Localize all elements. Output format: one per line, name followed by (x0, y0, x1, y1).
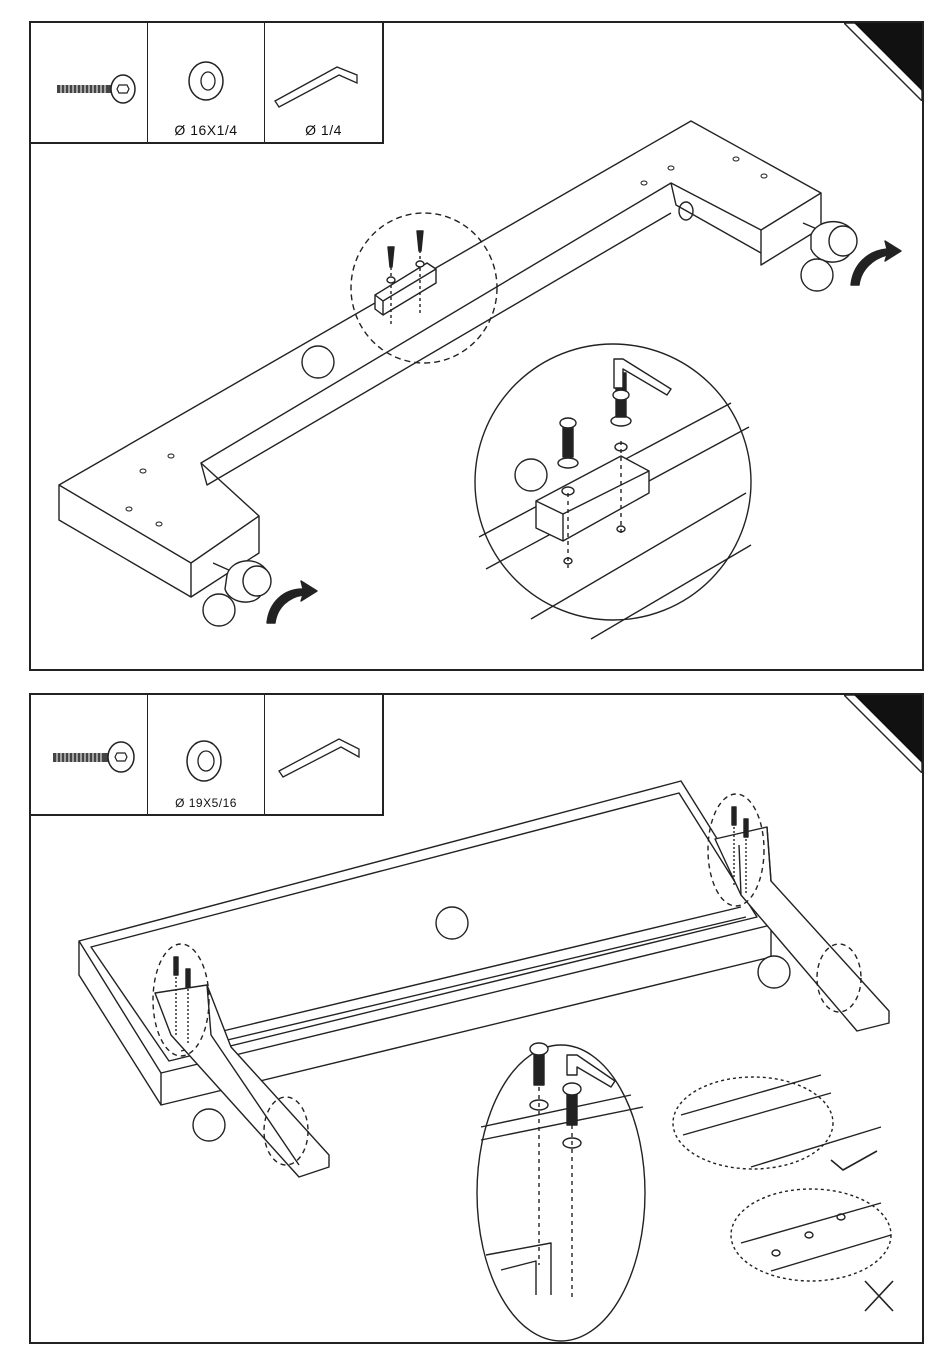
parts-cell-hex-key (265, 695, 382, 814)
parts-cell-washer: Ø 16X1/4 (148, 23, 265, 142)
bolt-icon (31, 23, 148, 142)
parts-cell-bolt (31, 23, 148, 142)
incorrect-x-icon (865, 1281, 893, 1311)
rotate-arrow-right (851, 241, 901, 285)
step-panel-1: Ø 16X1/4 Ø 1/4 (29, 21, 924, 671)
parts-cell-bolt (31, 695, 148, 814)
leveling-foot-left (203, 561, 271, 626)
parts-table-1: Ø 16X1/4 Ø 1/4 (31, 23, 384, 144)
rotate-arrow-left (267, 581, 317, 623)
corner-marker (844, 693, 924, 773)
correct-check-icon (831, 1151, 877, 1170)
corner-marker (844, 21, 924, 101)
washer-size-label: Ø 16X1/4 (148, 122, 264, 138)
parts-cell-washer: Ø 19X5/16 (148, 695, 265, 814)
parts-cell-hex-key: Ø 1/4 (265, 23, 382, 142)
step-panel-2: Ø 19X5/16 (29, 693, 924, 1344)
parts-table-2: Ø 19X5/16 (31, 695, 384, 816)
washer-size-label: Ø 19X5/16 (148, 796, 264, 810)
hex-key-icon (265, 695, 382, 814)
leveling-foot-right (801, 222, 857, 291)
hex-key-size-label: Ø 1/4 (265, 122, 382, 138)
bolt-icon (31, 695, 148, 814)
